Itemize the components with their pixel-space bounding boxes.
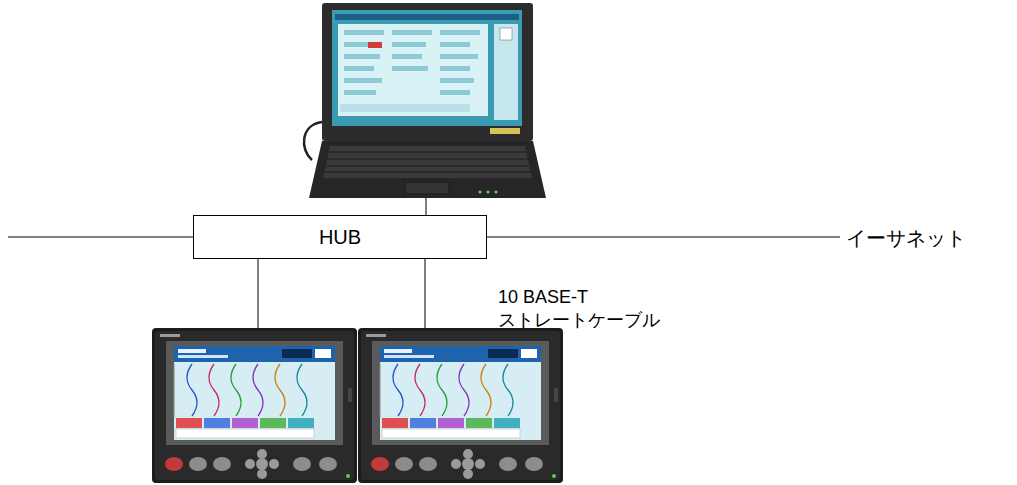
cable-label: 10 BASE-T ストレートケーブル [498,286,678,333]
laptop-illustration [304,3,546,198]
recorder-illustration [152,328,357,483]
network-wire [8,198,840,328]
node-text: HUB [319,226,361,249]
network-label: イーサネット [846,225,966,251]
hub-box: HUB [193,215,487,259]
recorder-illustration [358,328,563,483]
